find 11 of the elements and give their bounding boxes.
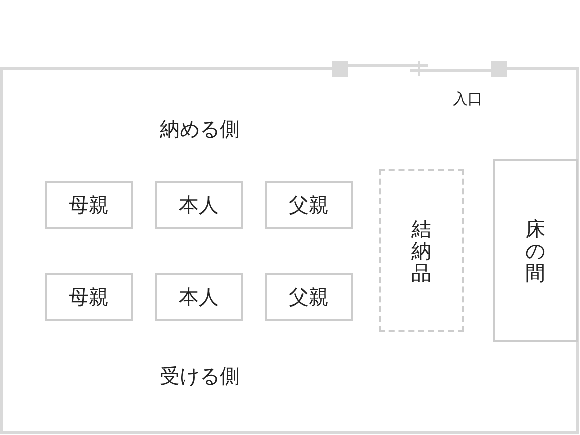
side-label: 納める側 xyxy=(159,116,241,143)
seat-box: 母親 xyxy=(45,181,133,229)
seat-box: 本人 xyxy=(155,181,243,229)
seat-box: 母親 xyxy=(45,273,133,321)
entrance-label: 入口 xyxy=(452,89,484,110)
seat-box: 父親 xyxy=(265,181,353,229)
offering-area: 結納品 xyxy=(379,169,464,332)
alcove-box: 床の間 xyxy=(493,159,578,342)
seat-box: 本人 xyxy=(155,273,243,321)
side-label: 受ける側 xyxy=(159,363,241,390)
seat-box: 父親 xyxy=(265,273,353,321)
